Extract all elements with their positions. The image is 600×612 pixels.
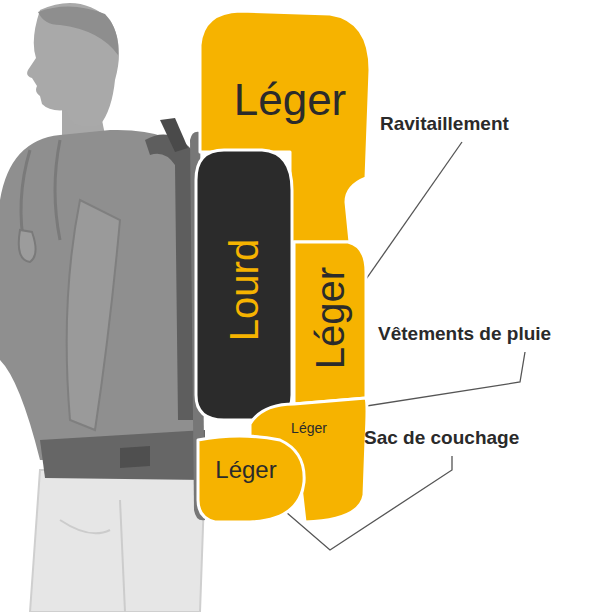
callout-label: Sac de couchage (364, 428, 519, 449)
load-lifter (160, 118, 188, 152)
zone-label: Léger (234, 78, 347, 122)
zone-shape (198, 436, 304, 522)
callout-label: Ravitaillement (380, 114, 509, 135)
zone-label: Léger (310, 267, 350, 369)
zone-label: Lourd (224, 239, 264, 341)
sweater (0, 130, 200, 460)
shoulder-strap (145, 134, 198, 420)
zone-shape (196, 150, 292, 420)
zone-shape (294, 242, 366, 404)
jeans-seam (60, 500, 125, 612)
hip-belt (40, 430, 205, 480)
jeans (30, 470, 205, 612)
hip-buckle (120, 446, 150, 468)
zone-label: Léger (215, 458, 276, 482)
light-zone: Léger (290, 240, 366, 405)
head (27, 3, 119, 127)
hair (38, 6, 118, 55)
zone-label: Léger (291, 421, 327, 435)
callout-label: Vêtements de pluie (378, 324, 551, 345)
light-zone: Léger (196, 432, 306, 524)
hood-toggle (19, 230, 36, 262)
heavy-zone: Lourd (194, 148, 294, 423)
arm (67, 200, 120, 430)
